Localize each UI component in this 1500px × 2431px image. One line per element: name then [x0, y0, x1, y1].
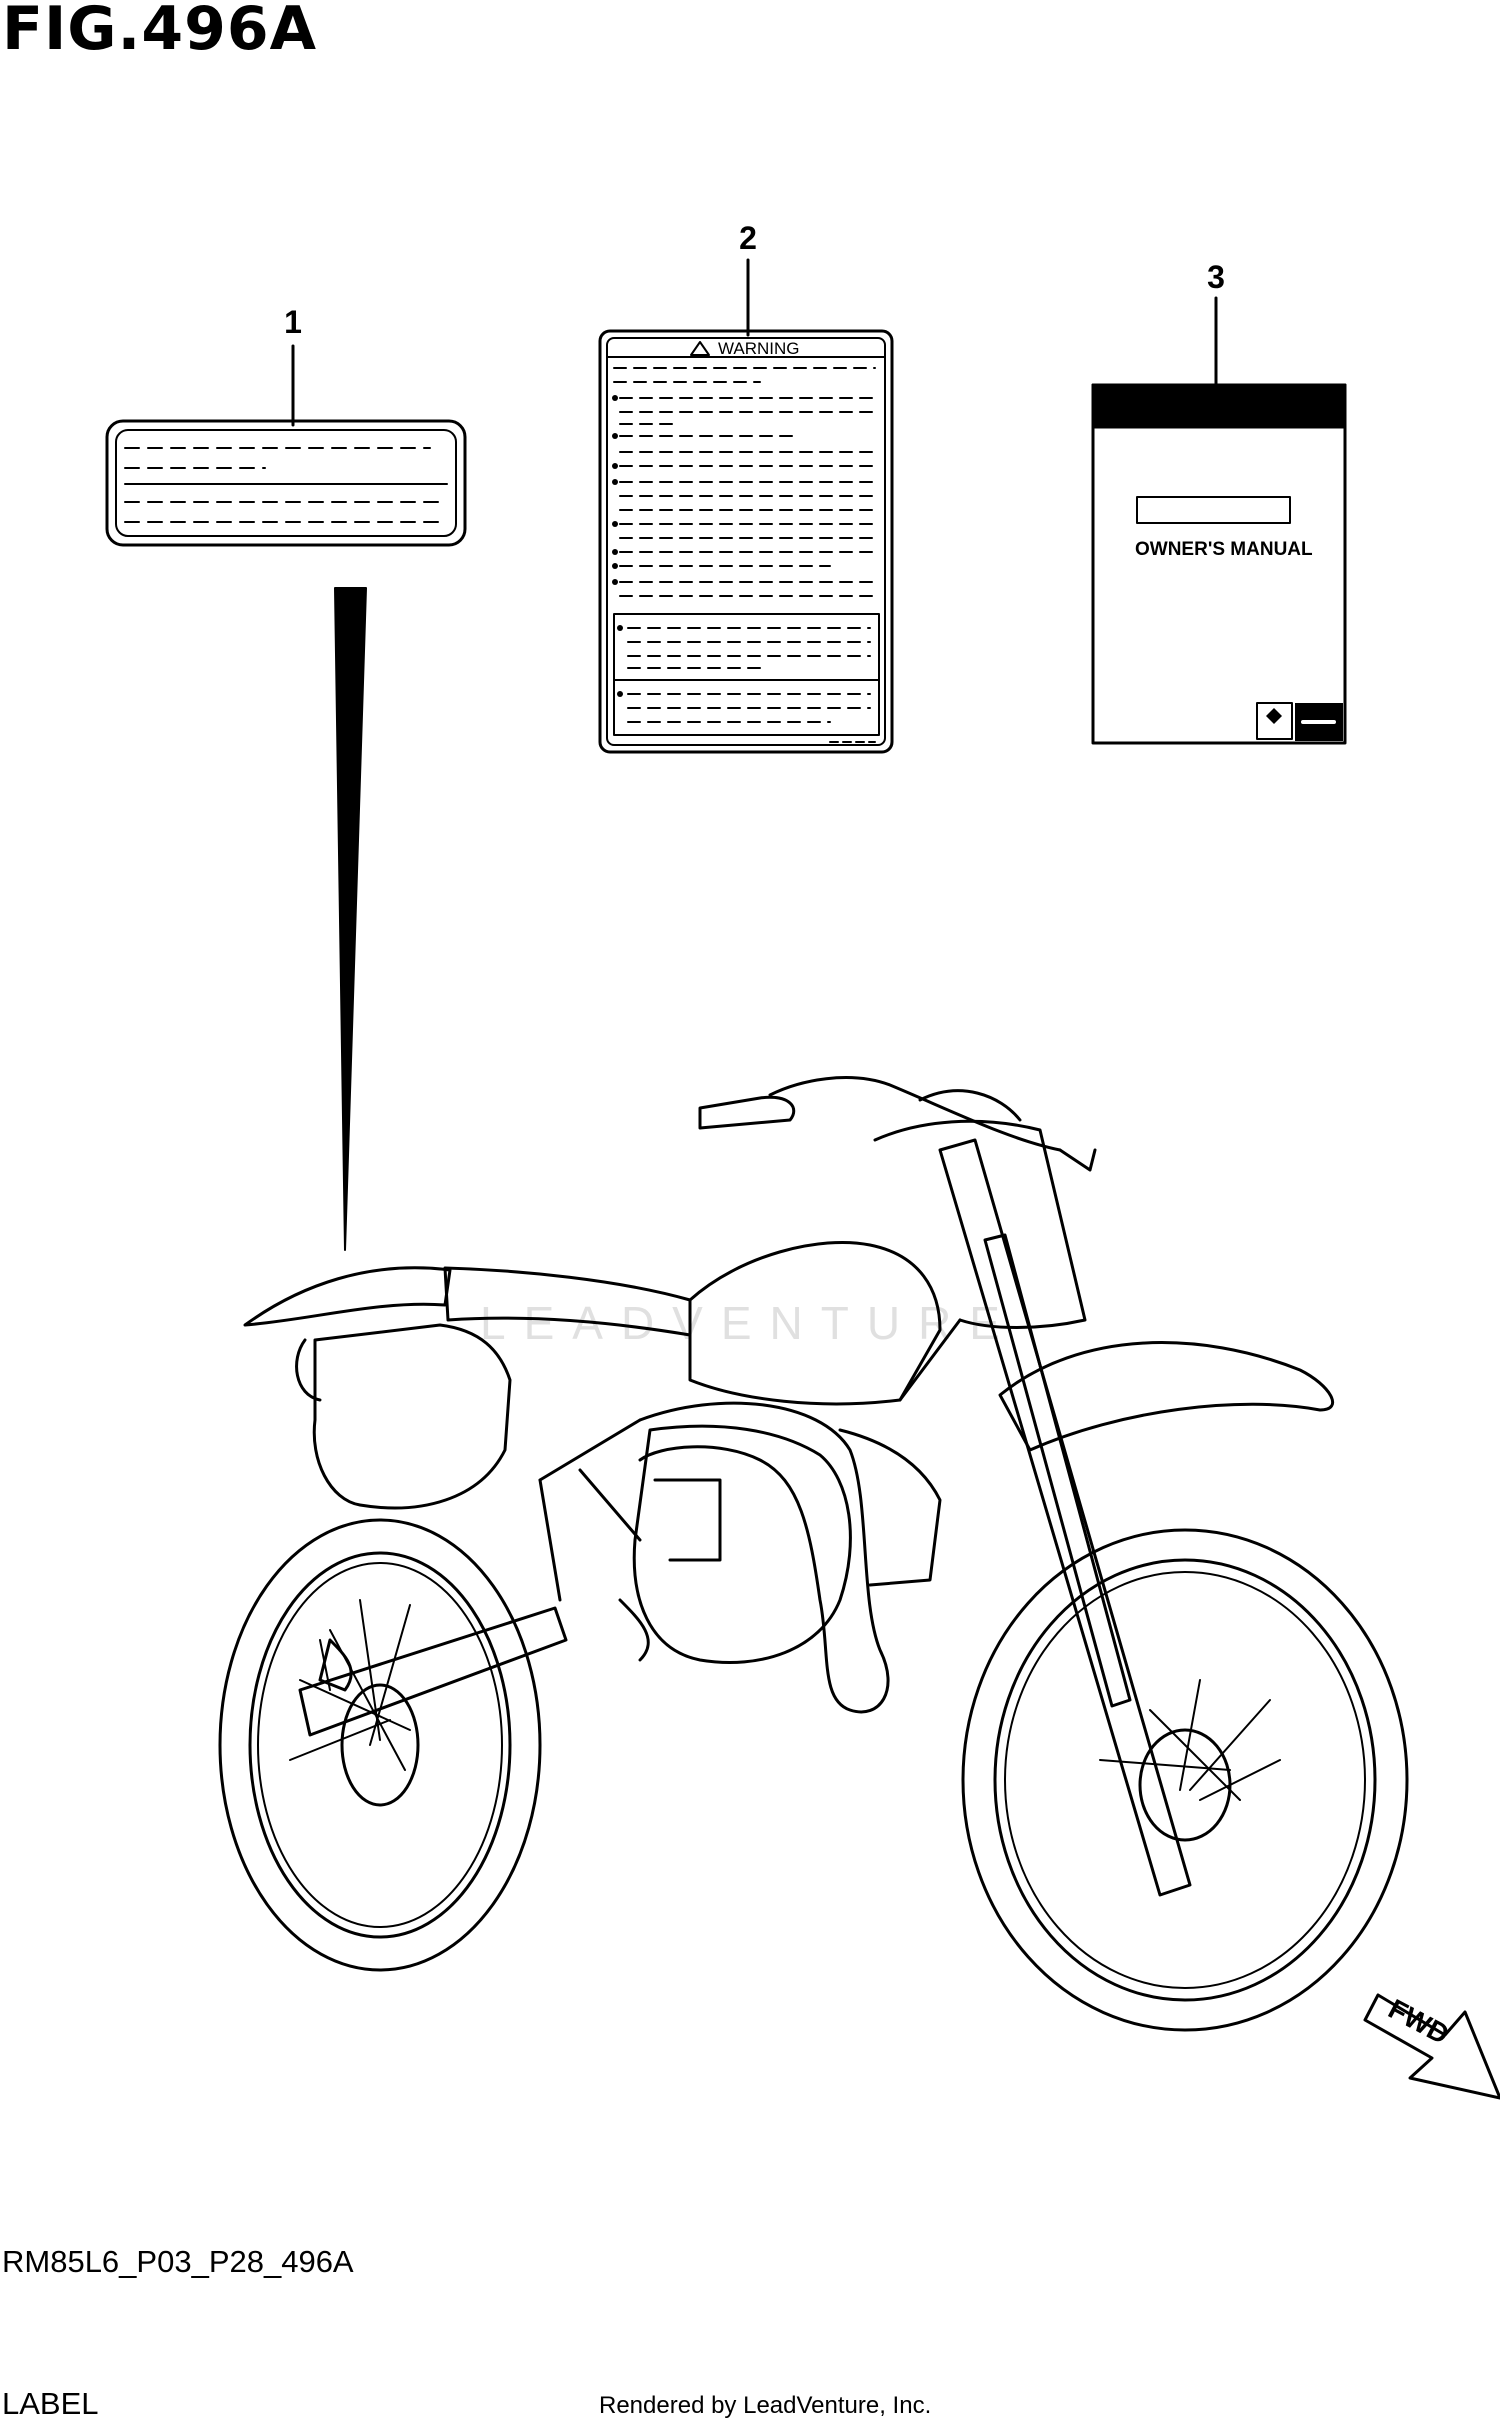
warning-heading: WARNING	[718, 339, 800, 358]
warning-bullets	[612, 395, 623, 697]
callout-2: 2	[739, 220, 757, 256]
figure-title: FIG.496A	[2, 0, 318, 64]
watermark: LEADVENTURE	[480, 1297, 1018, 1349]
leader-wedge	[334, 587, 367, 1251]
part-1-label-sticker	[105, 419, 467, 547]
part-3-owners-manual	[1091, 383, 1347, 745]
figure-code: RM85L6_P03_P28_496A	[2, 2244, 354, 2279]
motorcycle-outline	[218, 1076, 1409, 2032]
figure-label: LABEL	[2, 2386, 99, 2421]
fwd-arrow	[1363, 1993, 1500, 2100]
part-2-warning-label	[598, 329, 894, 754]
callout-3: 3	[1207, 259, 1225, 295]
rendered-by: Rendered by LeadVenture, Inc.	[599, 2392, 932, 2419]
owners-manual-title: OWNER'S MANUAL	[1135, 539, 1313, 560]
fwd-arrow-text: FWD	[1383, 1993, 1454, 2050]
callout-1: 1	[284, 304, 302, 340]
